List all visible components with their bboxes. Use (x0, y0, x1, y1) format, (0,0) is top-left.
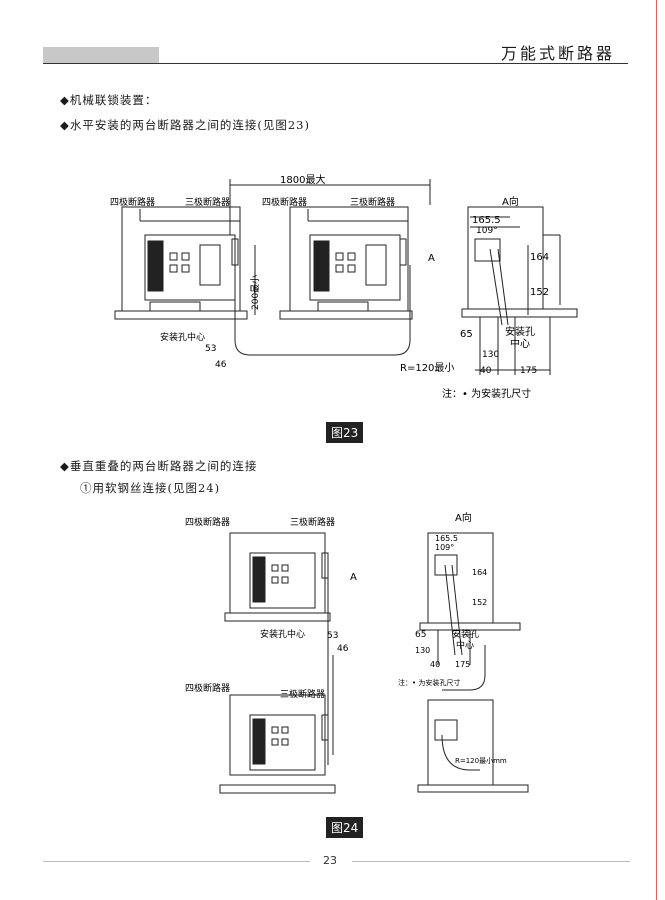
fig23-dim-53: 53 (205, 344, 216, 354)
fig23-dim-65: 65 (460, 329, 473, 340)
fig24-dim-152: 152 (472, 598, 487, 607)
fig23-dim-165: 165.5 (472, 215, 501, 226)
fig24-dim-109: 109° (435, 543, 454, 552)
fig23-hole-2: 中心 (510, 337, 530, 350)
fig23-view-a: A向 (502, 195, 519, 208)
fig24-hole-2: 中心 (456, 639, 474, 651)
fig23-mount-center: 安装孔中心 (160, 331, 205, 343)
fig24-mount-center: 安装孔中心 (260, 628, 305, 640)
fig23-dim-40: 40 (480, 366, 492, 376)
header-bar (43, 47, 159, 64)
footer-rule-left (43, 861, 310, 862)
fig24-dim-53: 53 (327, 631, 338, 641)
page-edge-line (656, 0, 657, 900)
fig23-dim-46: 46 (215, 360, 227, 370)
fig23-arrow-a: A (428, 253, 435, 264)
section-horizontal: ◆水平安装的两台断路器之间的连接(见图23) (60, 118, 310, 132)
header-rule (43, 63, 628, 64)
fig23-dim-130: 130 (482, 350, 499, 360)
fig24-dim-175: 175 (455, 660, 470, 669)
fig23-dim-175: 175 (520, 366, 537, 376)
fig24-note: 注：• 为安装孔尺寸 (398, 678, 460, 687)
fig24-four-pole-2: 四极断路器 (185, 682, 230, 694)
section-vertical: ◆垂直重叠的两台断路器之间的连接 (60, 459, 258, 473)
fig24-hole-1: 安装孔 (452, 628, 479, 640)
fig23-max-dist: 1800最大 (280, 173, 325, 186)
figure-23-caption: 图23 (326, 422, 364, 443)
fig23-min-200: 200最小 (250, 275, 261, 310)
fig23-dim-164: 164 (530, 252, 549, 263)
fig24-radius: R=120最小mm (455, 756, 507, 765)
fig23-hole-1: 安装孔 (505, 325, 535, 338)
fig24-arrow-a: A (350, 572, 357, 583)
fig24-dim-130: 130 (415, 646, 430, 655)
fig23-dim-152: 152 (530, 287, 549, 298)
fig24-three-pole-2: 三极断路器 (280, 688, 325, 700)
fig24-three-pole: 三极断路器 (290, 516, 335, 528)
page-title: 万能式断路器 (500, 44, 615, 63)
fig23-four-pole: 四极断路器 (110, 196, 155, 208)
fig24-view-a: A向 (455, 511, 472, 524)
fig23-three-pole-2: 三极断路器 (350, 196, 395, 208)
fig23-note: 注：• 为安装孔尺寸 (442, 387, 531, 400)
section-interlock: ◆机械联锁装置： (60, 93, 158, 107)
footer-rule-right (352, 861, 630, 862)
fig24-four-pole: 四极断路器 (185, 516, 230, 528)
figure-24-caption: 图24 (326, 817, 364, 838)
fig24-dim-164: 164 (472, 568, 487, 577)
page-number: 23 (323, 854, 337, 867)
fig23-three-pole: 三极断路器 (185, 196, 230, 208)
fig24-dim-40: 40 (430, 660, 440, 669)
fig23-four-pole-2: 四极断路器 (262, 196, 307, 208)
figure-23-diagram: 1800最大 四极断路器 三极断路器 四极断路器 三极断路器 A A向 165.… (110, 173, 578, 400)
figure-24-diagram: 四极断路器 三极断路器 四极断路器 三极断路器 安装孔中心 53 46 A A向… (185, 511, 529, 794)
fig24-dim-46: 46 (337, 644, 349, 654)
fig23-dim-109: 109° (476, 226, 498, 236)
fig23-radius: R=120最小 (400, 362, 454, 374)
fig24-dim-65: 65 (415, 630, 426, 640)
fig24-dim-165: 165.5 (435, 534, 458, 543)
section-vertical-sub: ①用软钢丝连接(见图24) (80, 481, 221, 495)
